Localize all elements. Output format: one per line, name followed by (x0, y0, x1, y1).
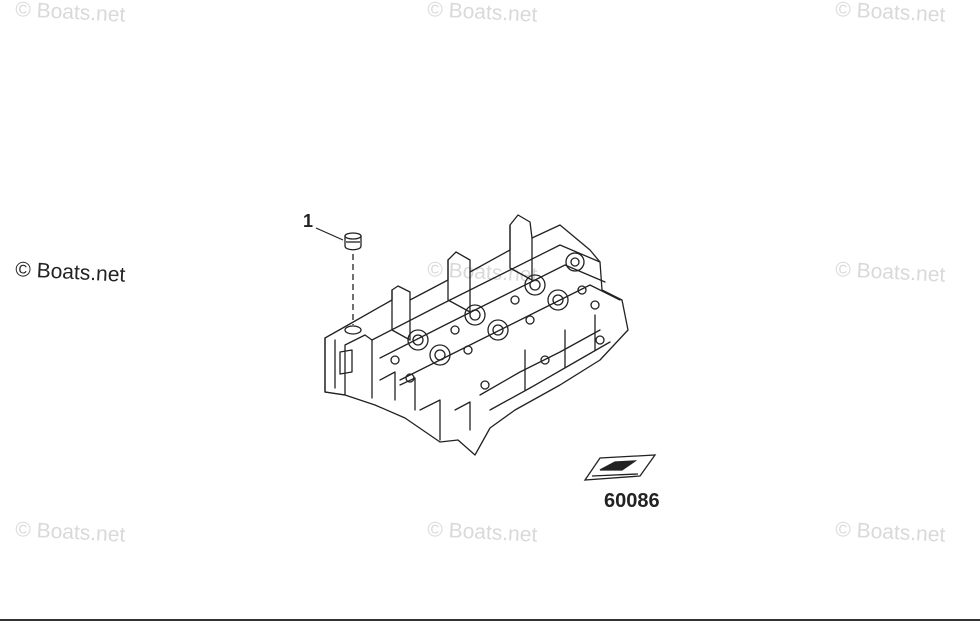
plug-seat (344, 325, 362, 335)
orientation-boat-icon (583, 454, 657, 481)
bearing-tower-3 (509, 224, 533, 281)
bearing-tower-1 (391, 289, 411, 341)
bottom-divider (0, 619, 980, 621)
front-face (324, 334, 373, 399)
callout-leader-line (315, 227, 344, 241)
callout-number: 1 (303, 211, 314, 231)
bearing-tower-2 (447, 259, 471, 313)
figure-number: 60086 (604, 490, 660, 512)
head-block-outline (324, 214, 629, 456)
part-1-plug (344, 232, 362, 251)
